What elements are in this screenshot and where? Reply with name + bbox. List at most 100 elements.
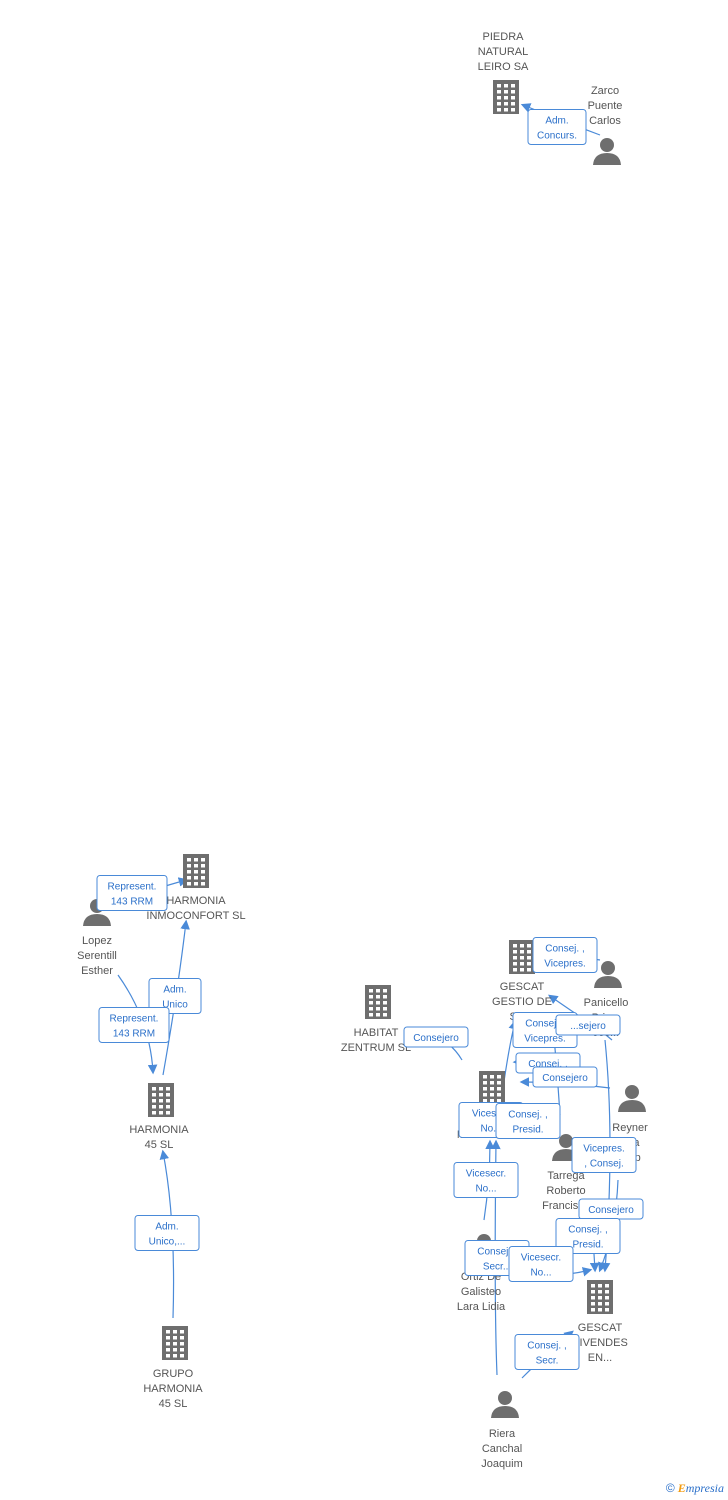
edge-label-box (98, 1007, 170, 1043)
edge-label-e_zarco_piedra[interactable]: Adm.Concurs. (527, 109, 587, 145)
node-label-line: LEIRO SA (478, 61, 529, 73)
edge-label-line: Consej. , (568, 1225, 607, 1236)
person-icon (491, 1391, 519, 1418)
edge-label-line: Adm. (155, 1222, 178, 1233)
node-label-line: Reyner (612, 1122, 648, 1134)
company-node-harmonia45[interactable]: HARMONIA 45 SL (129, 1083, 189, 1151)
building-icon (509, 940, 535, 974)
node-label-line: VIVENDES (572, 1337, 628, 1349)
node-label-line: Roberto (546, 1185, 585, 1197)
edge-label-line: Consej... (477, 1247, 516, 1258)
company-node-habitat[interactable]: HABITAT ZENTRUM SL (341, 985, 411, 1054)
edge-label-line: Unico,... (149, 1237, 186, 1248)
node-label-line: GRUPO (153, 1368, 194, 1380)
edge-label-line: No... (475, 1184, 496, 1195)
node-label-line: HARMONIA (129, 1124, 189, 1136)
edge-label-e_c10[interactable]: Consejero (578, 1198, 644, 1220)
edge-label-e_h45_inmo[interactable]: Adm.Unico (148, 978, 202, 1014)
node-label-line: ZENTRUM SL (341, 1042, 411, 1054)
edge-label-line: Consej. , (525, 1019, 564, 1030)
edge-label-line: Consej. , (508, 1110, 547, 1121)
edge-label-e_grupo_h45[interactable]: Adm. Unico,... (134, 1215, 200, 1251)
person-icon (594, 961, 622, 988)
edge-label-line: Consej. , (527, 1341, 566, 1352)
edge-label-e_c3[interactable]: ...sejero (555, 1014, 621, 1036)
edge-label-box (134, 1215, 200, 1251)
node-label-line: INMOCONFORT SL (146, 910, 245, 922)
edge-label-line: Vicepres. (524, 1034, 566, 1045)
person-icon (593, 138, 621, 165)
node-label-line: GESCAT (500, 981, 545, 993)
node-label-line: 45 SL (159, 1398, 188, 1410)
edge-label-line: Consejero (542, 1073, 588, 1084)
building-icon (148, 1083, 174, 1117)
edge-label-e_c11[interactable]: Consej. , Presid. (555, 1218, 621, 1254)
edge-label-e_panicello_gestio[interactable]: Consej. ,Vicepres. (532, 937, 598, 973)
node-label-line: Zarco (591, 85, 619, 97)
edge-label-line: ...sejero (570, 1021, 606, 1032)
brand-footer: © Empresia (666, 1481, 724, 1496)
edge-label-line: Vicese... (472, 1109, 510, 1120)
company-node-harmonia_inmo[interactable]: HARMONIA INMOCONFORT SL (146, 854, 246, 922)
building-icon (162, 1326, 188, 1360)
edge-label-line: Secr. (536, 1356, 559, 1367)
edge-label-box (453, 1162, 519, 1198)
node-label-line: GESTIO DE (492, 996, 552, 1008)
edge-label-box (495, 1103, 561, 1139)
edge-label-box (403, 1026, 469, 1048)
edge-label-box (148, 978, 202, 1014)
edge-label-box (508, 1246, 574, 1282)
edge-label-line: Consej. , (545, 944, 584, 955)
node-label-line: Lopez (82, 935, 112, 947)
edge-label-e_c5[interactable]: Consejero (532, 1066, 598, 1088)
edge-label-line: No... (480, 1124, 501, 1135)
person-icon (618, 1085, 646, 1112)
edge-label-box (96, 875, 168, 911)
building-icon (587, 1280, 613, 1314)
edge-label-line: Vicesecr. (521, 1253, 561, 1264)
edge-label-box (532, 937, 598, 973)
edge-label-e_c9[interactable]: Vicepres., Consej. (571, 1137, 637, 1173)
edge-label-line: Vicesecr. (466, 1169, 506, 1180)
edge-label-e_c14[interactable]: Consej. , Secr. (514, 1334, 580, 1370)
brand-name: mpresia (685, 1481, 724, 1495)
edge-label-line: Presid. (572, 1240, 603, 1251)
edge-label-e_c8[interactable]: Vicesecr. No... (453, 1162, 519, 1198)
edge-label-line: Consejero (413, 1033, 459, 1044)
node-label-line: HABITAT (354, 1027, 399, 1039)
node-label-line: Galisteo (461, 1286, 501, 1298)
node-label-line: HARMONIA (166, 895, 226, 907)
edge-label-e_lopez_inmo[interactable]: Represent.143 RRM (96, 875, 168, 911)
edge-label-line: Consejero (588, 1205, 634, 1216)
node-label-line: Serentill (77, 950, 117, 962)
node-label-line: Canchal (482, 1443, 522, 1455)
edge-label-box (527, 109, 587, 145)
building-icon (183, 854, 209, 888)
node-label-line: Esther (81, 965, 113, 977)
edges-layer (109, 103, 619, 1379)
edge-label-line: 143 RRM (113, 1029, 155, 1040)
node-label-line: 45 SL (145, 1139, 174, 1151)
edge-label-e_c13[interactable]: Vicesecr. No... (508, 1246, 574, 1282)
edge-label-line: Adm. (163, 985, 186, 996)
brand-initial: E (677, 1481, 686, 1495)
node-label-line: Francisco (542, 1200, 590, 1212)
edge-label-line: Consej. , (528, 1059, 567, 1070)
node-label-line: Puente (588, 100, 623, 112)
edge-labels-layer: Adm.Concurs.Represent.143 RRMAdm.UnicoRe… (96, 109, 644, 1370)
edge-label-box (532, 1066, 598, 1088)
node-label-line: PIEDRA (483, 31, 525, 43)
edge-label-box (571, 1137, 637, 1173)
edge-label-e_c7[interactable]: Consej. ,Presid. (495, 1103, 561, 1139)
company-node-gescat_viv[interactable]: GESCATVIVENDESEN... (572, 1280, 628, 1364)
node-label-line: Lara Lidia (457, 1301, 506, 1313)
edge-label-line: No... (530, 1268, 551, 1279)
edge-label-e_habitat[interactable]: Consejero (403, 1026, 469, 1048)
edge-label-e_lopez_h45[interactable]: Represent.143 RRM (98, 1007, 170, 1043)
